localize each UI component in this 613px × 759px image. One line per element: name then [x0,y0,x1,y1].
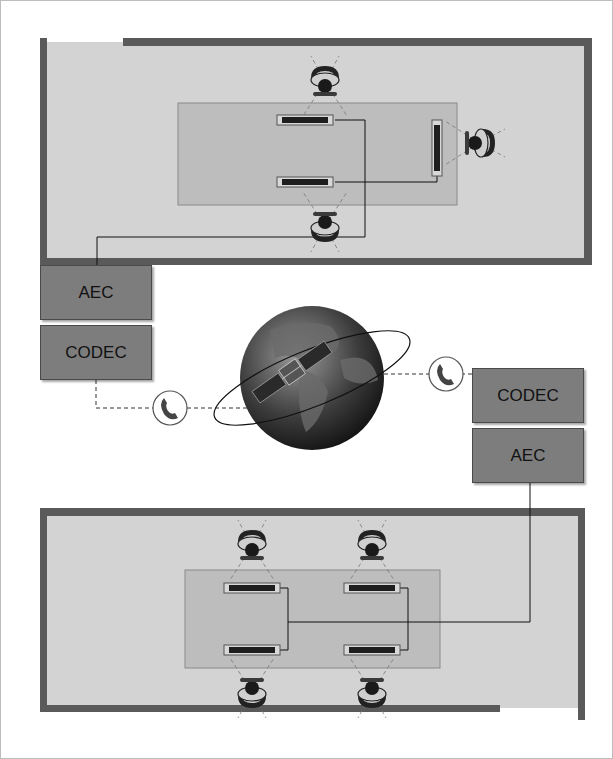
globe [204,306,420,450]
process-box: CODEC [472,368,584,423]
phone-icon [153,391,187,425]
box-label: CODEC [65,343,126,363]
process-box: AEC [472,428,584,483]
process-box: CODEC [40,325,152,380]
box-label: AEC [79,283,114,303]
phone-icon [429,357,463,391]
process-box: AEC [40,265,152,320]
box-label: CODEC [497,386,558,406]
room-bottom [40,482,585,720]
box-label: AEC [511,446,546,466]
room-top [40,38,592,265]
